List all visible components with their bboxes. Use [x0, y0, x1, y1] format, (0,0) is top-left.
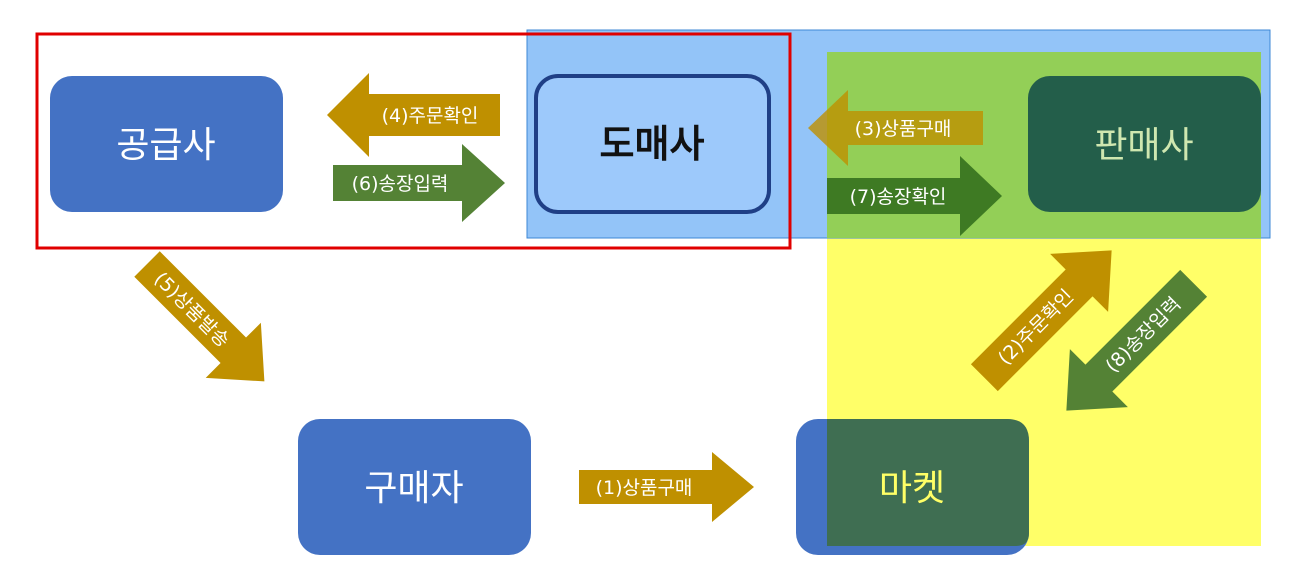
- arrow-step1: (1)상품구매: [579, 452, 754, 522]
- arrow-step1-label: (1)상품구매: [596, 477, 693, 499]
- seller-label: 판매사: [1094, 125, 1193, 166]
- supplier-label: 공급사: [116, 125, 215, 166]
- arrow-step5: (5)상품발송: [134, 251, 265, 382]
- wholesaler-label: 도매사: [600, 122, 705, 166]
- arrow-step3-label: (3)상품구매: [855, 118, 952, 140]
- buyer-label: 구매자: [364, 468, 463, 509]
- arrow-step7: (7)송장확인: [827, 156, 1002, 236]
- buyer-node: 구매자: [298, 419, 531, 555]
- market-label: 마켓: [879, 468, 945, 509]
- market-node: 마켓: [796, 419, 1029, 555]
- arrow-step3: (3)상품구매: [808, 90, 983, 166]
- supplier-node: 공급사: [50, 76, 283, 212]
- arrow-step5-label: (5)상품발송: [150, 268, 234, 352]
- arrow-step4: (4)주문확인: [327, 73, 500, 157]
- highlight-red-box: [35, 32, 792, 250]
- arrow-step6-label: (6)송장입력: [352, 173, 449, 195]
- arrow-step7-label: (7)송장확인: [850, 186, 947, 208]
- arrow-step6: (6)송장입력: [333, 144, 505, 222]
- seller-node: 판매사: [1028, 76, 1261, 212]
- wholesaler-node: 도매사: [534, 74, 771, 214]
- arrow-step4-label: (4)주문확인: [382, 105, 479, 127]
